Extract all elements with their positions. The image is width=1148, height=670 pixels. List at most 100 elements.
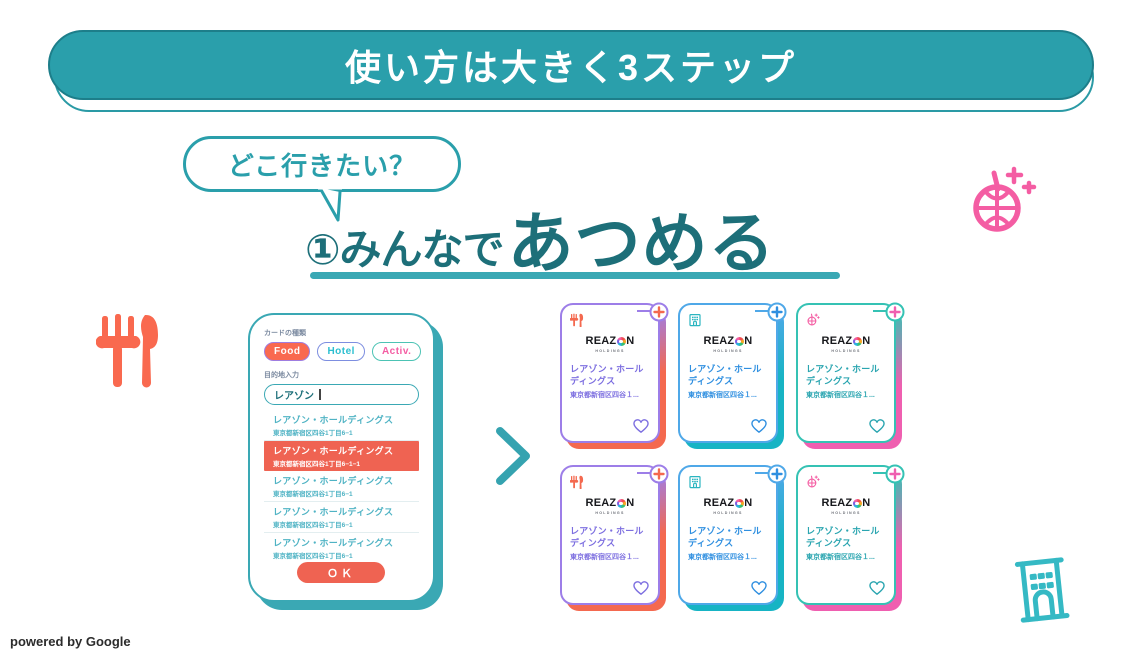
suggestion-address: 東京都新宿区四谷1丁目6−1−1 [273, 461, 361, 468]
logo-globe-icon [852, 499, 862, 508]
destination-input[interactable]: レアゾン [264, 384, 419, 405]
ok-button[interactable]: ＯＫ [297, 562, 385, 583]
suggestion-item-selected[interactable]: レアゾン・ホールディングス 東京都新宿区四谷1丁目6−1−1 [264, 441, 419, 471]
card-connector-line [873, 472, 887, 474]
card-address: 東京都新宿区四谷１... [806, 553, 875, 561]
place-card[interactable]: REAZ N HOLDINGS レアゾン・ホールディングス 東京都新宿区四谷１.… [560, 463, 670, 611]
card-address: 東京都新宿区四谷１... [570, 553, 639, 561]
logo-text-main: REAZ [703, 497, 735, 509]
logo-text-main: REAZ [821, 335, 853, 347]
suggestion-list: レアゾン・ホールディングス 東京都新宿区四谷1丁目6−1 レアゾン・ホールディン… [264, 410, 419, 563]
suggestion-name: レアゾン・ホールディングス [273, 538, 394, 548]
suggestion-item[interactable]: レアゾン・ホールディングス 東京都新宿区四谷1丁目6−1 [264, 410, 419, 441]
card-title: レアゾン・ホールディングス [688, 525, 762, 548]
chevron-right-icon [496, 427, 530, 485]
suggestion-item[interactable]: レアゾン・ホールディングス 東京都新宿区四谷1丁目6−1 [264, 502, 419, 533]
place-card[interactable]: REAZ N HOLDINGS レアゾン・ホールディングス 東京都新宿区四谷１.… [796, 301, 906, 449]
suggestion-address: 東京都新宿区四谷1丁目6−1 [273, 553, 353, 560]
heart-icon[interactable] [751, 581, 767, 596]
logo-subtext: HOLDINGS [595, 510, 625, 515]
speech-bubble-text: どこ行きたい？ [227, 150, 417, 181]
heart-icon[interactable] [751, 419, 767, 434]
card-connector-line [637, 472, 651, 474]
powered-by-credit: powered by Google [10, 634, 131, 649]
logo-text-main: REAZ [585, 497, 617, 509]
disco-ball-icon [806, 474, 886, 489]
destination-label: 目的地入力 [264, 372, 299, 379]
logo-text-main: REAZ [703, 335, 735, 347]
card-title: レアゾン・ホールディングス [806, 525, 880, 548]
heart-icon[interactable] [869, 419, 885, 434]
heart-icon[interactable] [633, 419, 649, 434]
logo-text-tail: N [744, 335, 753, 347]
banner-pill: 使い方は大きく3ステップ [48, 30, 1094, 100]
card-type-chips: Food Hotel Activ. [264, 342, 422, 361]
reazon-logo: REAZ N HOLDINGS [570, 498, 650, 515]
card-body: REAZ N HOLDINGS レアゾン・ホールディングス 東京都新宿区四谷１.… [560, 465, 660, 605]
title-banner: 使い方は大きく3ステップ [48, 30, 1100, 112]
card-body: REAZ N HOLDINGS レアゾン・ホールディングス 東京都新宿区四谷１.… [678, 465, 778, 605]
card-type-label: カードの種類 [264, 330, 306, 337]
chip-activity[interactable]: Activ. [371, 342, 422, 361]
add-plus-icon[interactable] [766, 301, 788, 323]
logo-globe-icon [734, 337, 744, 346]
logo-subtext: HOLDINGS [831, 348, 861, 353]
step-heading: ①みんなで あつめる [305, 196, 776, 276]
card-connector-line [873, 310, 887, 312]
logo-text-tail: N [626, 497, 635, 509]
card-address: 東京都新宿区四谷１... [688, 391, 757, 399]
reazon-logo: REAZ N HOLDINGS [570, 336, 650, 353]
phone-screen: カードの種類 Food Hotel Activ. 目的地入力 レアゾン レアゾン… [248, 313, 435, 602]
hotel-building-icon [1014, 557, 1070, 623]
logo-globe-icon [734, 499, 744, 508]
place-card[interactable]: REAZ N HOLDINGS レアゾン・ホールディングス 東京都新宿区四谷１.… [796, 463, 906, 611]
logo-subtext: HOLDINGS [595, 348, 625, 353]
suggestion-name: レアゾン・ホールディングス [273, 415, 394, 425]
place-card[interactable]: REAZ N HOLDINGS レアゾン・ホールディングス 東京都新宿区四谷１.… [678, 301, 788, 449]
logo-subtext: HOLDINGS [713, 510, 743, 515]
suggestion-item[interactable]: レアゾン・ホールディングス 東京都新宿区四谷1丁目6−1 [264, 471, 419, 502]
card-body: REAZ N HOLDINGS レアゾン・ホールディングス 東京都新宿区四谷１.… [678, 303, 778, 443]
place-card[interactable]: REAZ N HOLDINGS レアゾン・ホールディングス 東京都新宿区四谷１.… [560, 301, 670, 449]
suggestion-address: 東京都新宿区四谷1丁目6−1 [273, 522, 353, 529]
cutlery-icon [570, 474, 650, 489]
card-connector-line [755, 310, 769, 312]
add-plus-icon[interactable] [766, 463, 788, 485]
logo-globe-icon [616, 499, 626, 508]
suggestion-name: レアゾン・ホールディングス [273, 446, 394, 456]
logo-text-main: REAZ [821, 497, 853, 509]
chip-food[interactable]: Food [264, 342, 311, 361]
add-plus-icon[interactable] [884, 301, 906, 323]
heart-icon[interactable] [869, 581, 885, 596]
destination-input-value: レアゾン [274, 391, 314, 402]
heart-icon[interactable] [633, 581, 649, 596]
add-plus-icon[interactable] [884, 463, 906, 485]
step-heading-number: ①みんなで [305, 226, 505, 273]
logo-globe-icon [616, 337, 626, 346]
place-card-grid: REAZ N HOLDINGS レアゾン・ホールディングス 東京都新宿区四谷１.… [560, 301, 914, 615]
add-plus-icon[interactable] [648, 301, 670, 323]
suggestion-item[interactable]: レアゾン・ホールディングス 東京都新宿区四谷1丁目6−1 [264, 533, 419, 563]
add-plus-icon[interactable] [648, 463, 670, 485]
cutlery-icon [570, 312, 650, 327]
place-card[interactable]: REAZ N HOLDINGS レアゾン・ホールディングス 東京都新宿区四谷１.… [678, 463, 788, 611]
chip-hotel[interactable]: Hotel [317, 342, 365, 361]
suggestion-name: レアゾン・ホールディングス [273, 476, 394, 486]
logo-text-tail: N [862, 335, 871, 347]
logo-globe-icon [852, 337, 862, 346]
step-heading-emphasis: あつめる [507, 206, 776, 280]
speech-bubble-body: どこ行きたい？ [183, 136, 461, 192]
card-body: REAZ N HOLDINGS レアゾン・ホールディングス 東京都新宿区四谷１.… [796, 303, 896, 443]
reazon-logo: REAZ N HOLDINGS [688, 336, 768, 353]
phone-mockup: カードの種類 Food Hotel Activ. 目的地入力 レアゾン レアゾン… [248, 313, 443, 610]
card-title: レアゾン・ホールディングス [570, 525, 644, 548]
logo-subtext: HOLDINGS [831, 510, 861, 515]
card-body: REAZ N HOLDINGS レアゾン・ホールディングス 東京都新宿区四谷１.… [796, 465, 896, 605]
logo-text-tail: N [744, 497, 753, 509]
reazon-logo: REAZ N HOLDINGS [806, 498, 886, 515]
page-title: 使い方は大きく3ステップ [344, 47, 798, 88]
suggestion-address: 東京都新宿区四谷1丁目6−1 [273, 491, 353, 498]
logo-text-tail: N [626, 335, 635, 347]
card-body: REAZ N HOLDINGS レアゾン・ホールディングス 東京都新宿区四谷１.… [560, 303, 660, 443]
logo-text-tail: N [862, 497, 871, 509]
